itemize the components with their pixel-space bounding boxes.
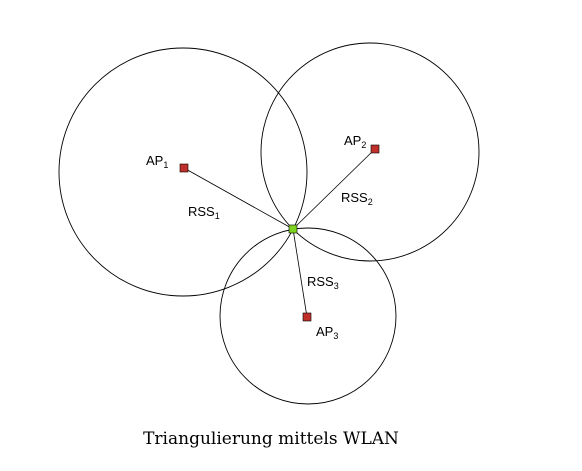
rss3-index: 3 <box>334 281 339 291</box>
access-point-1-marker <box>179 163 189 173</box>
access-point-3-label: AP3 <box>316 324 338 341</box>
access-point-2-marker <box>370 144 380 154</box>
rss3-label: RSS3 <box>307 274 339 291</box>
rss3-line <box>292 228 308 318</box>
ap3-name: AP <box>316 324 333 339</box>
rss2-name: RSS <box>341 190 368 205</box>
range-circle-ap2 <box>260 42 480 262</box>
range-circle-ap3 <box>219 227 397 405</box>
rss2-label: RSS2 <box>341 190 373 207</box>
mobile-device-marker <box>288 224 298 234</box>
rss1-line <box>183 167 294 230</box>
ap1-name: AP <box>146 153 163 168</box>
rss1-name: RSS <box>188 204 215 219</box>
ap3-index: 3 <box>333 331 338 341</box>
rss2-index: 2 <box>368 197 373 207</box>
ap2-index: 2 <box>361 140 366 150</box>
rss1-index: 1 <box>215 211 220 221</box>
access-point-3-marker <box>302 312 312 322</box>
access-point-1-label: AP1 <box>146 153 168 170</box>
rss3-name: RSS <box>307 274 334 289</box>
ap2-name: AP <box>344 133 361 148</box>
figure-caption: Triangulierung mittels WLAN <box>143 429 399 449</box>
ap1-index: 1 <box>163 160 168 170</box>
access-point-2-label: AP2 <box>344 133 366 150</box>
rss1-label: RSS1 <box>188 204 220 221</box>
range-circle-ap1 <box>58 47 308 297</box>
rss2-line <box>292 148 376 230</box>
